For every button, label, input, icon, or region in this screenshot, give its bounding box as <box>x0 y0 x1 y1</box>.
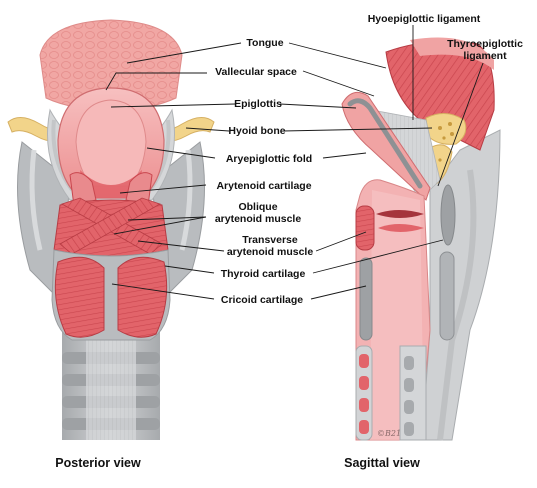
label-hyoid-bone: Hyoid bone <box>228 125 285 137</box>
label-transverse-arytenoid-muscle-1: Transverse <box>242 234 298 246</box>
leader-thyroid-sagittal <box>312 239 444 274</box>
sagittal-view-illustration: ©B21 <box>341 37 501 441</box>
leader-vallecular <box>105 72 207 91</box>
label-vallecular-space: Vallecular space <box>215 66 297 78</box>
leader-transverse <box>137 240 225 252</box>
oblique-arytenoid-muscle-posterior <box>59 197 163 255</box>
leader-thyroepiglottic <box>437 62 484 187</box>
leader-transverse-sagittal <box>315 231 367 252</box>
label-thyroepiglottic-ligament-1: Thyroepiglottic <box>447 38 523 50</box>
label-oblique-arytenoid-muscle-2: arytenoid muscle <box>215 213 302 225</box>
leader-cricoid-sagittal <box>310 285 367 300</box>
arytenoid-cartilage-posterior <box>69 172 153 207</box>
label-arytenoid-cartilage: Arytenoid cartilage <box>216 180 311 192</box>
leader-tongue-sagittal <box>288 42 387 69</box>
leader-oblique-2 <box>113 216 207 235</box>
caption-sagittal-view: Sagittal view <box>344 456 420 470</box>
label-tongue: Tongue <box>246 37 283 49</box>
label-hyoepiglottic-ligament: Hyoepiglottic ligament <box>368 13 481 25</box>
leader-arytenoid <box>119 184 207 194</box>
anterior-wall-sagittal <box>355 205 375 441</box>
epiglottis-posterior <box>57 87 165 199</box>
leader-epiglottis <box>110 103 236 108</box>
artist-signature: ©B21 <box>377 429 401 438</box>
leader-hyoid-sagittal <box>282 127 433 132</box>
label-epiglottis: Epiglottis <box>234 98 282 110</box>
label-thyroid-cartilage: Thyroid cartilage <box>221 268 306 280</box>
leader-oblique-1 <box>127 216 207 221</box>
leader-thyroid <box>164 265 215 274</box>
label-oblique-arytenoid-muscle-1: Oblique <box>238 201 277 213</box>
leader-aryepiglottic-sagittal <box>322 152 367 159</box>
caption-posterior-view: Posterior view <box>55 456 141 470</box>
leader-lines <box>105 25 484 300</box>
trachea-sagittal <box>399 345 427 441</box>
thyroid-cartilage-sagittal <box>440 184 456 246</box>
label-aryepiglottic-fold: Aryepiglottic fold <box>226 153 312 165</box>
labels: Tongue Vallecular space Epiglottis Hyoid… <box>215 13 523 306</box>
leader-epiglottis-sagittal <box>279 103 357 109</box>
cricoid-cartilage-posterior <box>51 249 171 341</box>
label-thyroepiglottic-ligament-2: ligament <box>463 50 507 62</box>
epiglottis-sagittal <box>341 91 431 201</box>
leader-vallecular-sagittal <box>302 70 375 97</box>
label-cricoid-cartilage: Cricoid cartilage <box>221 294 303 306</box>
leader-cricoid <box>111 283 215 300</box>
leader-aryepiglottic <box>146 147 216 159</box>
label-transverse-arytenoid-muscle-2: arytenoid muscle <box>227 246 314 258</box>
posterior-view-illustration <box>7 19 215 440</box>
leader-tongue <box>126 42 242 64</box>
leader-hyoid <box>185 127 230 132</box>
